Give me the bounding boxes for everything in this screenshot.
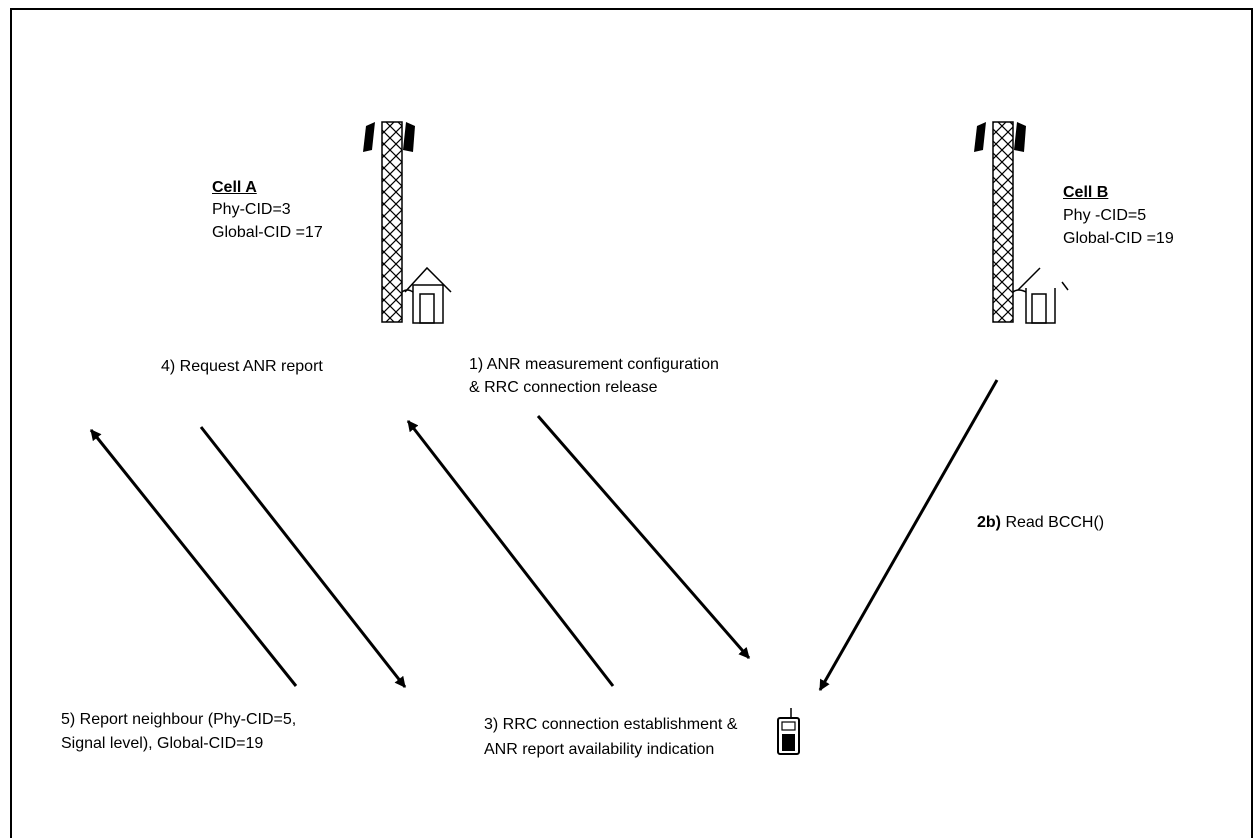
arrow-4-icon [199, 426, 407, 688]
cell-a-title: Cell A [212, 179, 257, 196]
step-1-label-line1: 1) ANR measurement configuration [469, 356, 719, 373]
cell-a-equipment-hut-icon [401, 266, 452, 324]
diagram-frame [10, 8, 1253, 838]
step-2b-prefix: 2b) [977, 514, 1001, 531]
cell-b-equipment-hut-icon [1012, 267, 1069, 324]
cell-a-tower-icon [363, 121, 415, 323]
step-5-label-line1: 5) Report neighbour (Phy-CID=5, [61, 711, 297, 728]
cell-b-phy-cid: Phy -CID=5 [1063, 207, 1147, 224]
step-2b-label: 2b) Read BCCH() [977, 512, 1104, 533]
arrow-5-icon [89, 429, 298, 687]
step-2b-text: Read BCCH() [1001, 514, 1105, 531]
cell-a-global-cid: Global-CID =17 [212, 224, 323, 241]
arrow-1-icon [536, 415, 751, 659]
arrow-2b-icon [818, 379, 999, 691]
step-3-label-line1: 3) RRC connection establishment & [484, 716, 738, 733]
step-4-label: 4) Request ANR report [161, 358, 323, 375]
cell-b-global-cid: Global-CID =19 [1063, 230, 1174, 247]
step-1-label-line2: & RRC connection release [469, 379, 658, 396]
cell-a-phy-cid: Phy-CID=3 [212, 201, 291, 218]
cell-b-title: Cell B [1063, 184, 1109, 201]
mobile-phone-icon [777, 708, 800, 755]
diagram-canvas [89, 121, 1069, 755]
cell-b-tower-icon [974, 121, 1026, 323]
step-3-label-line2: ANR report availability indication [484, 741, 715, 758]
arrow-3-icon [406, 420, 615, 687]
step-5-label-line2: Signal level), Global-CID=19 [61, 735, 264, 752]
